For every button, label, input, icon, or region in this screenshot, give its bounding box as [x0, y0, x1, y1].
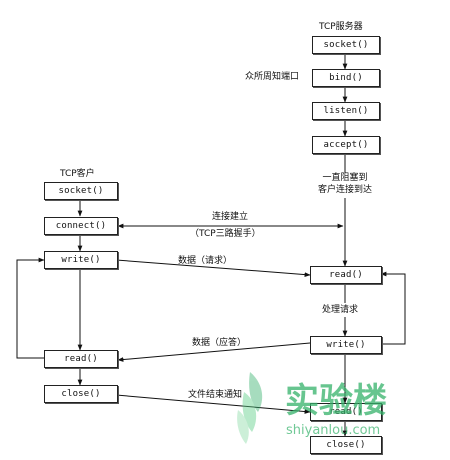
request-data-arrow	[115, 259, 311, 277]
reply-data-arrow	[117, 342, 311, 362]
server-read-box: read()	[310, 266, 382, 284]
eof-notify-label: 文件结束通知	[188, 390, 243, 400]
server-bind-box: bind()	[312, 69, 380, 87]
server-read2-box: read()	[310, 403, 382, 421]
watermark-brand: 实验楼	[285, 381, 387, 421]
server-close-box: close()	[310, 436, 382, 454]
block-note-line1: 一直阻塞到	[322, 173, 368, 183]
server-accept-box: accept()	[312, 136, 380, 154]
client-close-box: close()	[44, 385, 118, 403]
reply-data-label: 数据（应答）	[192, 338, 247, 348]
connect-label-line2: （TCP三路握手）	[190, 229, 261, 239]
client-connect-box: connect()	[44, 217, 118, 235]
client-read-box: read()	[44, 350, 118, 368]
process-request-label: 处理请求	[322, 305, 359, 315]
bind-port-note: 众所周知端口	[245, 72, 300, 82]
request-data-label: 数据（请求）	[178, 256, 233, 266]
server-socket-box: socket()	[312, 36, 380, 54]
client-write-box: write()	[44, 251, 118, 269]
watermark-url: shiyanlou.com	[286, 423, 381, 438]
client-socket-box: socket()	[44, 182, 118, 200]
block-note-line2: 客户连接到达	[317, 185, 372, 195]
server-listen-box: listen()	[312, 102, 380, 120]
connect-label-line1: 连接建立	[212, 212, 249, 222]
server-loop-back-arrow	[380, 271, 406, 345]
server-write-box: write()	[310, 336, 382, 354]
client-title: TCP客户	[60, 169, 95, 179]
server-title: TCP服务器	[319, 22, 363, 32]
eof-notify-arrow	[115, 394, 311, 414]
client-loop-back-arrow	[16, 257, 45, 359]
